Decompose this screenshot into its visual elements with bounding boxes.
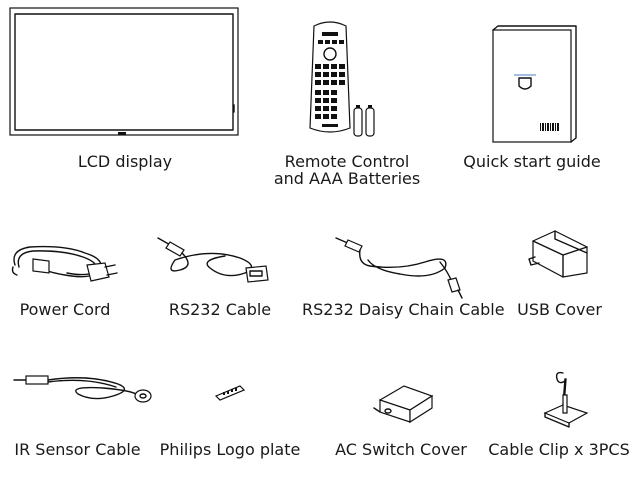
philips-logo-plate-illustration (214, 385, 246, 401)
ac-switch-cover-illustration (373, 385, 434, 424)
cable-clip-illustration (543, 371, 589, 428)
usb-cover-label: USB Cover (517, 300, 602, 319)
usb-cover-illustration (528, 230, 588, 278)
lcd-display-illustration (9, 7, 239, 136)
lcd-display-label: LCD display (77, 152, 173, 171)
power-cord-illustration (11, 245, 118, 282)
rs232-cable-illustration (157, 237, 269, 283)
quick-start-guide-label: Quick start guide (463, 152, 601, 171)
power-cord-label: Power Cord (19, 300, 111, 319)
rs232-cable-label: RS232 Cable (168, 300, 272, 319)
ac-switch-cover-label: AC Switch Cover (335, 440, 467, 459)
philips-logo-plate-label: Philips Logo plate (159, 440, 301, 459)
remote-control-label-line1: Remote Control (284, 152, 410, 171)
rs232-daisy-chain-cable-illustration (335, 237, 463, 299)
quick-start-guide-illustration (492, 25, 577, 143)
rs232-daisy-chain-cable-label: RS232 Daisy Chain Cable (302, 300, 505, 319)
cable-clip-label: Cable Clip x 3PCS (488, 440, 630, 459)
remote-control-illustration (309, 21, 375, 137)
remote-control-label-line2: and AAA Batteries (273, 169, 421, 188)
ir-sensor-cable-illustration (13, 375, 152, 403)
ir-sensor-cable-label: IR Sensor Cable (14, 440, 141, 459)
